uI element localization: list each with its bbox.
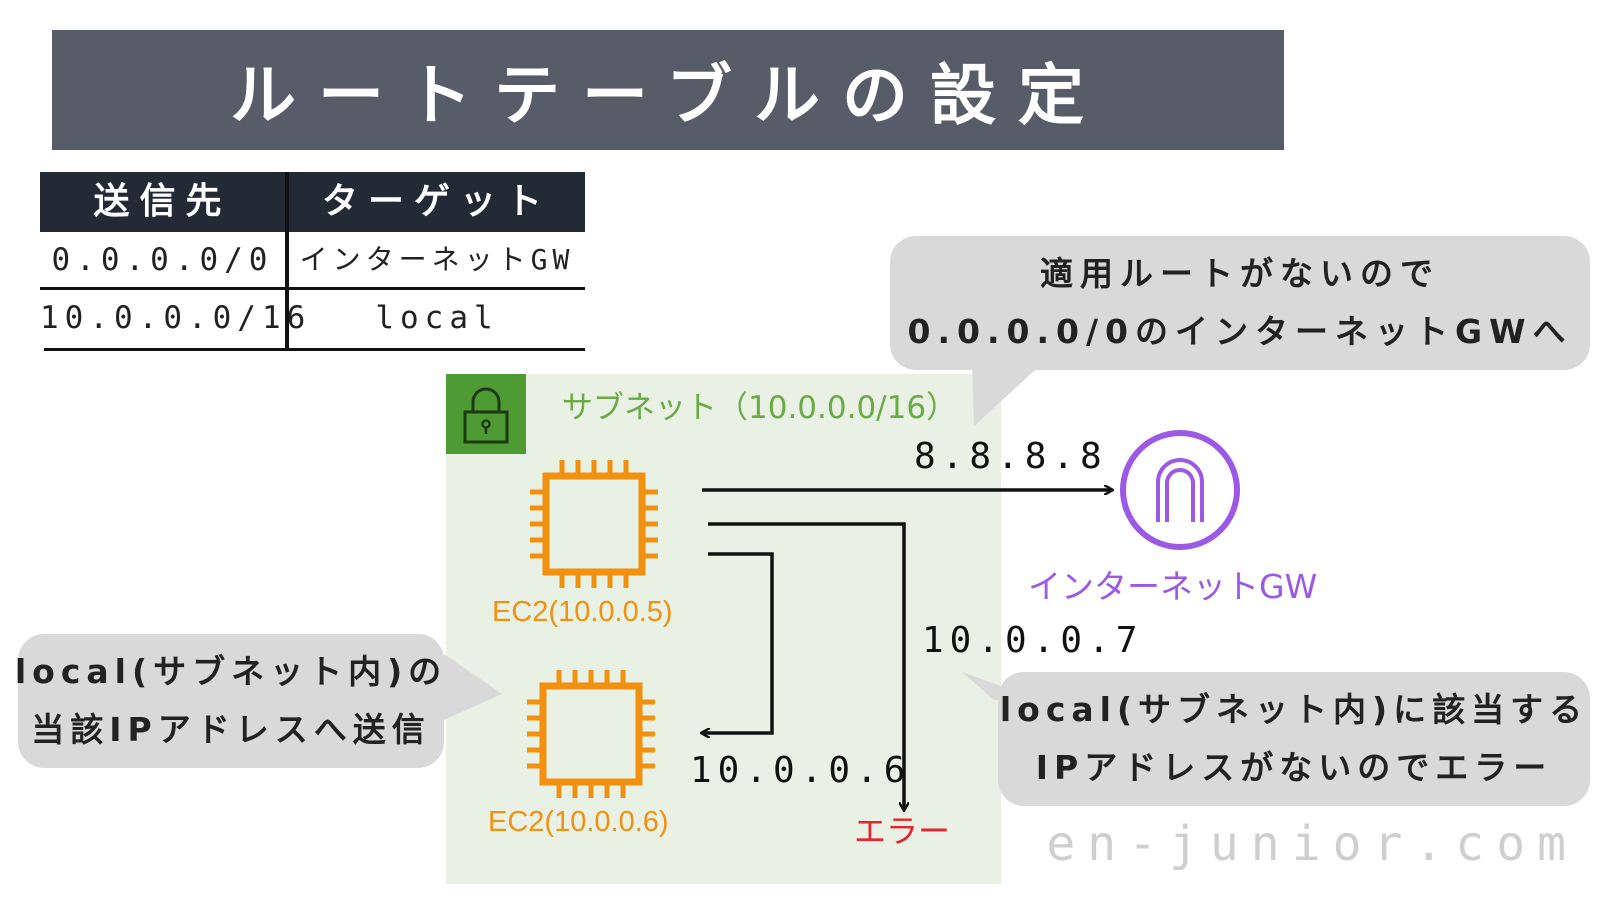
internet-gateway-icon — [1120, 430, 1240, 550]
callout-error: local(サブネット内)に該当する IPアドレスがないのでエラー — [998, 672, 1590, 806]
callout-local-line-1: local(サブネット内)の — [14, 652, 448, 691]
table-row-divider — [40, 287, 585, 290]
route-target-2: local — [375, 300, 499, 336]
ec2-chip-icon — [530, 460, 658, 588]
route-table: 送信先 ターゲット 0.0.0.0/0 インターネットGW 10.0.0.0/1… — [40, 172, 585, 352]
header-destination: 送信先 — [93, 181, 232, 222]
callout-local-line-2: 当該IPアドレスへ送信 — [31, 710, 431, 749]
table-bottom-border — [44, 348, 585, 351]
subnet-label: サブネット（10.0.0.0/16） — [562, 390, 958, 426]
callout-igw: 適用ルートがないので 0.0.0.0/0のインターネットGWへ — [890, 236, 1590, 370]
callout-error-line-2: IPアドレスがないのでエラー — [1035, 748, 1553, 787]
error-label: エラー — [854, 812, 951, 850]
arrow-to-error — [708, 522, 904, 810]
subnet-lock-badge — [446, 374, 526, 454]
callout-local: local(サブネット内)の 当該IPアドレスへ送信 — [14, 634, 448, 768]
ec2-chip-icon — [527, 670, 655, 798]
lock-icon — [463, 387, 509, 444]
title-banner: ルートテーブルの設定 — [52, 30, 1284, 150]
ec2-label-2: EC2(10.0.0.6) — [488, 806, 669, 838]
route-table-header: 送信先 ターゲット — [40, 172, 585, 232]
header-target: ターゲット — [321, 181, 552, 222]
callout-error-line-1: local(サブネット内)に該当する — [999, 690, 1589, 729]
route-destination-1: 0.0.0.0/0 — [51, 242, 274, 278]
table-column-divider — [285, 172, 289, 350]
ip-label-ec2: 10.0.0.6 — [690, 750, 912, 791]
ec2-label-1: EC2(10.0.0.5) — [492, 596, 673, 628]
subnet-area — [446, 374, 1001, 884]
callout-igw-line-2: 0.0.0.0/0のインターネットGWへ — [907, 312, 1573, 351]
bubble-tail-local — [444, 654, 502, 720]
ip-label-igw: 8.8.8.8 — [914, 436, 1108, 477]
igw-label: インターネットGW — [1028, 567, 1318, 606]
page-title: ルートテーブルの設定 — [229, 57, 1107, 134]
arrow-to-ec2 — [702, 552, 774, 733]
route-target-1: インターネットGW — [299, 243, 575, 276]
ip-label-error: 10.0.0.7 — [922, 620, 1144, 661]
watermark: en-junior.com — [1046, 816, 1578, 872]
bubble-tail-igw — [972, 360, 1046, 426]
route-destination-2: 10.0.0.0/16 — [40, 300, 312, 336]
callout-igw-line-1: 適用ルートがないので — [1040, 254, 1440, 293]
